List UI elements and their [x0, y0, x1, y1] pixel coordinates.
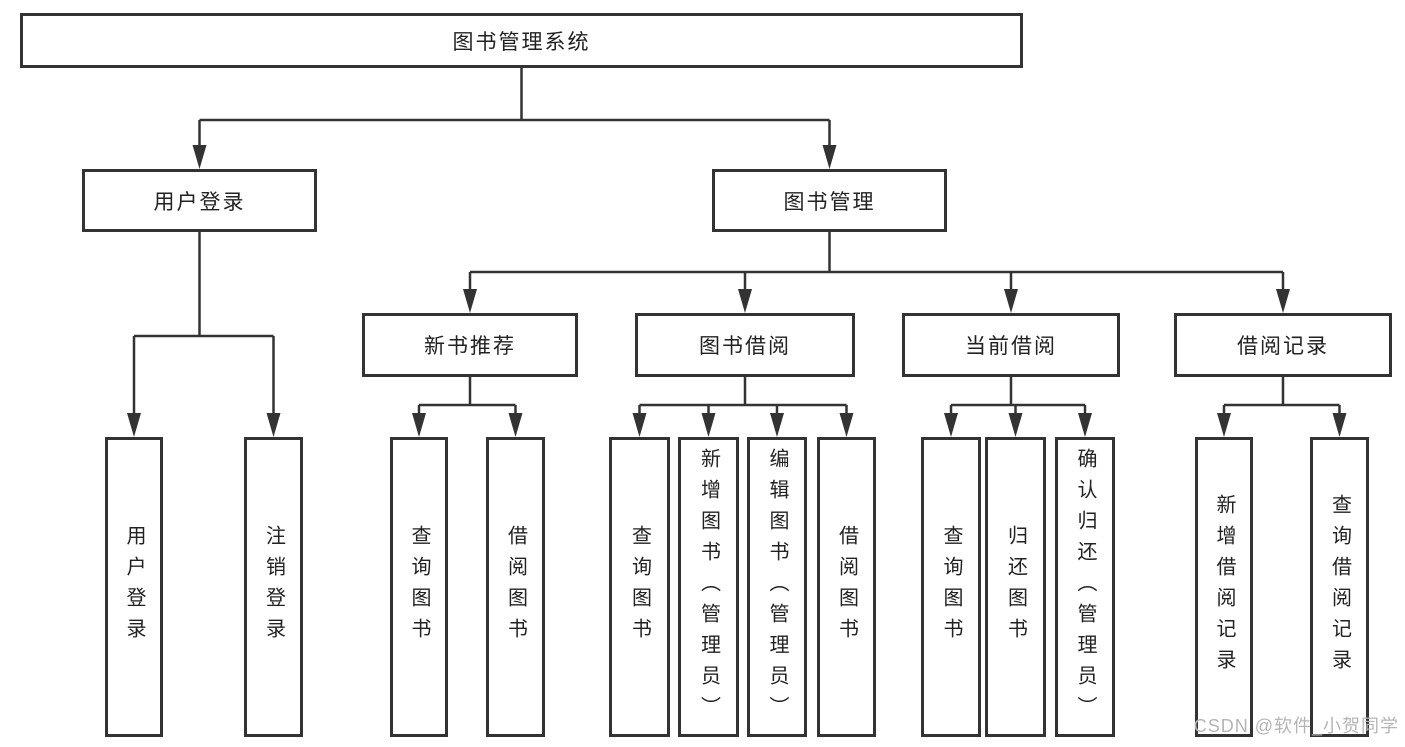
leaf-label: 借阅图书 [504, 525, 527, 649]
leaf-borrow-books-2: 借阅图书 [817, 437, 876, 737]
connector-root-to-level2 [192, 68, 837, 169]
node-user-login: 用户登录 [82, 169, 317, 232]
leaf-add-book-admin: 新增图书（管理员） [678, 437, 739, 737]
node-new-book-recommend: 新书推荐 [362, 313, 578, 377]
leaf-label: 新增图书（管理员） [697, 447, 720, 727]
leaf-label: 查询图书 [628, 525, 651, 649]
node-root-library-system: 图书管理系统 [20, 13, 1023, 68]
leaf-return-book: 归还图书 [985, 437, 1046, 737]
leaf-query-books-3: 查询图书 [921, 437, 981, 737]
leaf-query-books-2: 查询图书 [609, 437, 670, 737]
leaf-label: 新增借阅记录 [1213, 494, 1235, 680]
node-label: 当前借阅 [965, 335, 1057, 358]
connector-user-login-children [127, 232, 281, 437]
leaf-logout: 注销登录 [244, 437, 303, 737]
leaf-label: 查询借阅记录 [1328, 494, 1351, 680]
connector-book-mgmt-to-level3 [463, 232, 1290, 313]
leaf-label: 确认归还（管理员） [1074, 447, 1096, 727]
node-borrowing-records: 借阅记录 [1174, 313, 1392, 377]
node-label: 图书管理 [783, 190, 876, 214]
node-label: 图书借阅 [699, 335, 791, 358]
leaf-label: 归还图书 [1004, 525, 1027, 649]
leaf-label: 查询图书 [408, 525, 430, 649]
leaf-add-borrow-record: 新增借阅记录 [1195, 437, 1253, 737]
leaf-edit-book-admin: 编辑图书（管理员） [747, 437, 807, 737]
node-label: 图书管理系统 [452, 30, 591, 54]
node-label: 新书推荐 [424, 335, 516, 358]
node-label: 用户登录 [153, 190, 246, 214]
node-current-borrowing: 当前借阅 [902, 313, 1120, 377]
leaf-confirm-return-admin: 确认归还（管理员） [1055, 437, 1115, 737]
leaf-user-login: 用户登录 [105, 437, 163, 737]
leaf-label: 借阅图书 [835, 525, 858, 649]
leaf-query-books-1: 查询图书 [390, 437, 448, 737]
connector-current-borrow-children [944, 377, 1092, 437]
leaf-label: 查询图书 [940, 525, 962, 649]
leaf-query-borrow-record: 查询借阅记录 [1310, 437, 1369, 737]
node-book-borrowing: 图书借阅 [635, 313, 855, 377]
leaf-label: 编辑图书（管理员） [766, 447, 788, 727]
csdn-watermark: CSDN @软件_小贺同学 [1193, 716, 1399, 736]
node-book-management: 图书管理 [712, 169, 947, 232]
connector-records-children [1217, 377, 1347, 437]
leaf-label: 用户登录 [123, 525, 145, 649]
leaf-borrow-books-1: 借阅图书 [486, 437, 545, 737]
leaf-label: 注销登录 [262, 525, 285, 649]
connector-book-borrow-children [632, 377, 854, 437]
node-label: 借阅记录 [1237, 335, 1329, 358]
connector-new-books-children [412, 377, 523, 437]
